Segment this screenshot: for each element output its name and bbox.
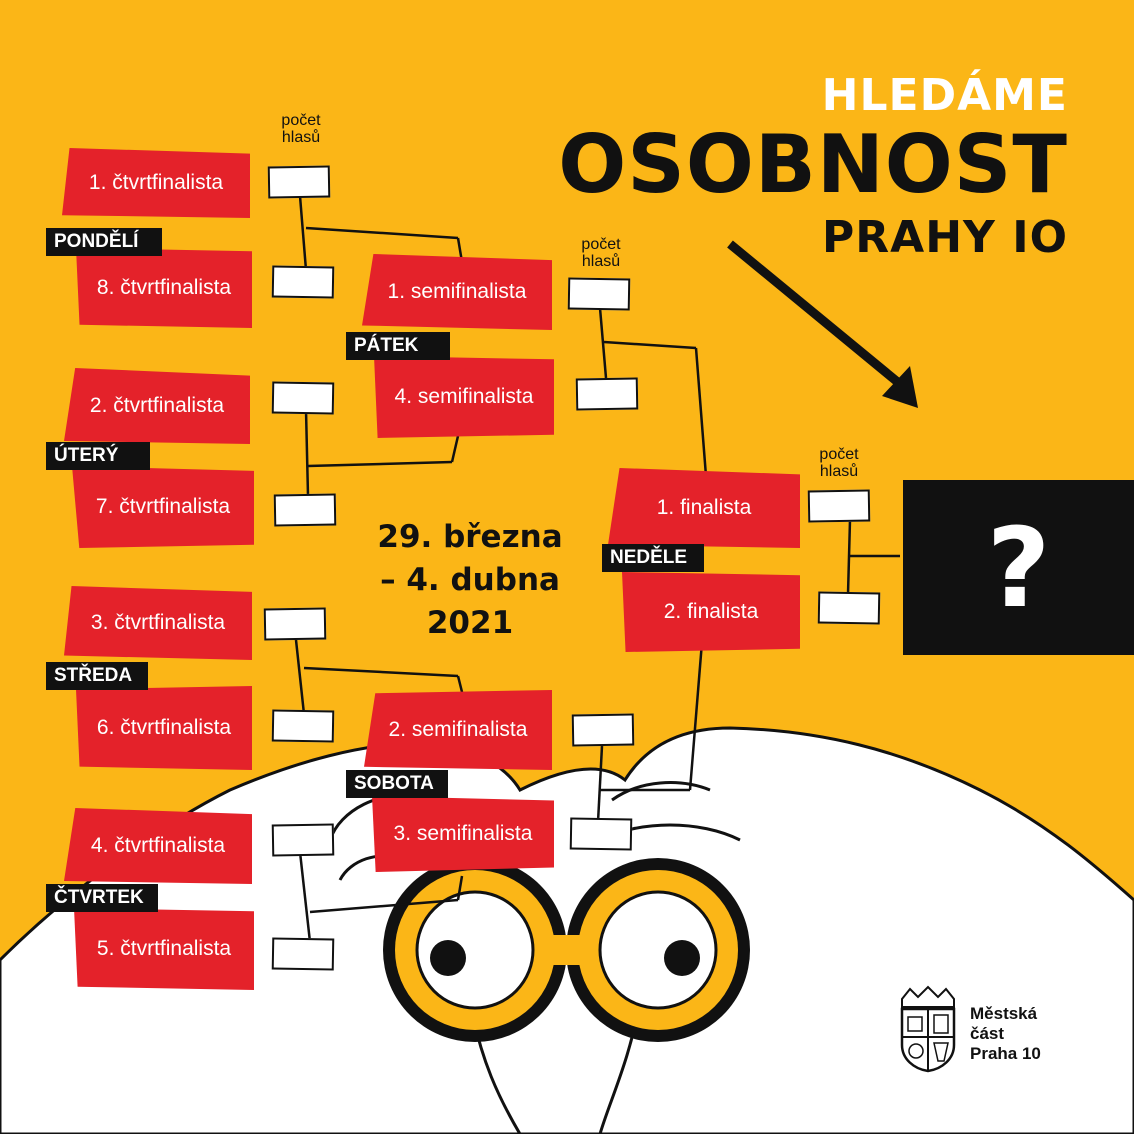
vote-count-box[interactable] (267, 165, 331, 199)
vote-count-box[interactable] (569, 817, 633, 851)
municipality-logo-text: Městská část Praha 10 (970, 1004, 1041, 1064)
semifinalist-3: 3. semifinalista (372, 796, 554, 872)
arrow-down-right-icon (727, 240, 918, 408)
logo-line-3: Praha 10 (970, 1044, 1041, 1063)
logo-line-2: část (970, 1024, 1005, 1043)
semifinalist-2: 2. semifinalista (364, 690, 552, 770)
vote-count-box[interactable] (271, 823, 335, 857)
quarterfinalist-4: 4. čtvrtfinalista (64, 808, 252, 884)
vote-label-line1: počet (581, 236, 621, 253)
semifinalist-4: 4. semifinalista (374, 356, 554, 438)
quarterfinalist-2: 2. čtvrtfinalista (64, 368, 250, 444)
vote-label-line2: hlasů (281, 129, 321, 146)
date-line-2: – 4. dubna (380, 562, 560, 598)
title-line-3: PRAHY IO (822, 212, 1068, 263)
day-tag-monday: PONDĚLÍ (46, 228, 162, 256)
vote-count-box[interactable] (271, 709, 335, 743)
vote-count-box[interactable] (273, 493, 337, 527)
day-tag-thursday: ČTVRTEK (46, 884, 158, 912)
vote-count-box[interactable] (807, 489, 871, 523)
vote-count-box[interactable] (817, 591, 881, 625)
winner-box: ? (903, 480, 1134, 655)
eye-left (383, 858, 567, 1042)
quarterfinalist-3: 3. čtvrtfinalista (64, 586, 252, 660)
vote-count-box[interactable] (567, 277, 631, 311)
vote-label-line2: hlasů (819, 463, 859, 480)
title-line-1: HLEDÁME (821, 70, 1068, 121)
title-line-2: OSOBNOST (558, 118, 1068, 211)
quarterfinalist-5: 5. čtvrtfinalista (74, 908, 254, 990)
semifinalist-1: 1. semifinalista (362, 254, 552, 330)
vote-count-box[interactable] (575, 377, 639, 411)
prague10-crest-icon (900, 985, 956, 1073)
question-mark: ? (986, 503, 1051, 632)
vote-count-box[interactable] (263, 607, 327, 641)
finalist-2: 2. finalista (622, 572, 800, 652)
vote-label-line1: počet (819, 446, 859, 463)
eye-right (566, 858, 750, 1042)
finalist-1: 1. finalista (608, 468, 800, 548)
logo-line-1: Městská (970, 1004, 1038, 1023)
vote-count-box[interactable] (571, 713, 635, 747)
vote-label-line2: hlasů (581, 253, 621, 270)
vote-label-line1: počet (281, 112, 321, 129)
quarterfinalist-8: 8. čtvrtfinalista (76, 248, 252, 328)
day-tag-friday: PÁTEK (346, 332, 450, 360)
vote-label-semifinal: počet hlasů (566, 236, 636, 270)
vote-label-final: počet hlasů (804, 446, 874, 480)
vote-count-box[interactable] (271, 265, 335, 299)
day-tag-wednesday: STŘEDA (46, 662, 148, 690)
date-line-3: 2021 (426, 605, 514, 641)
day-tag-sunday: NEDĚLE (602, 544, 704, 572)
quarterfinalist-1: 1. čtvrtfinalista (62, 148, 250, 218)
quarterfinalist-7: 7. čtvrtfinalista (72, 466, 254, 548)
date-range: 29. března – 4. dubna 2021 (360, 516, 580, 645)
vote-count-box[interactable] (271, 937, 335, 971)
vote-count-box[interactable] (271, 381, 335, 415)
quarterfinalist-6: 6. čtvrtfinalista (76, 686, 252, 770)
date-line-1: 29. března (377, 519, 563, 555)
day-tag-tuesday: ÚTERÝ (46, 442, 150, 470)
vote-label-quarterfinal: počet hlasů (266, 112, 336, 146)
day-tag-saturday: SOBOTA (346, 770, 448, 798)
